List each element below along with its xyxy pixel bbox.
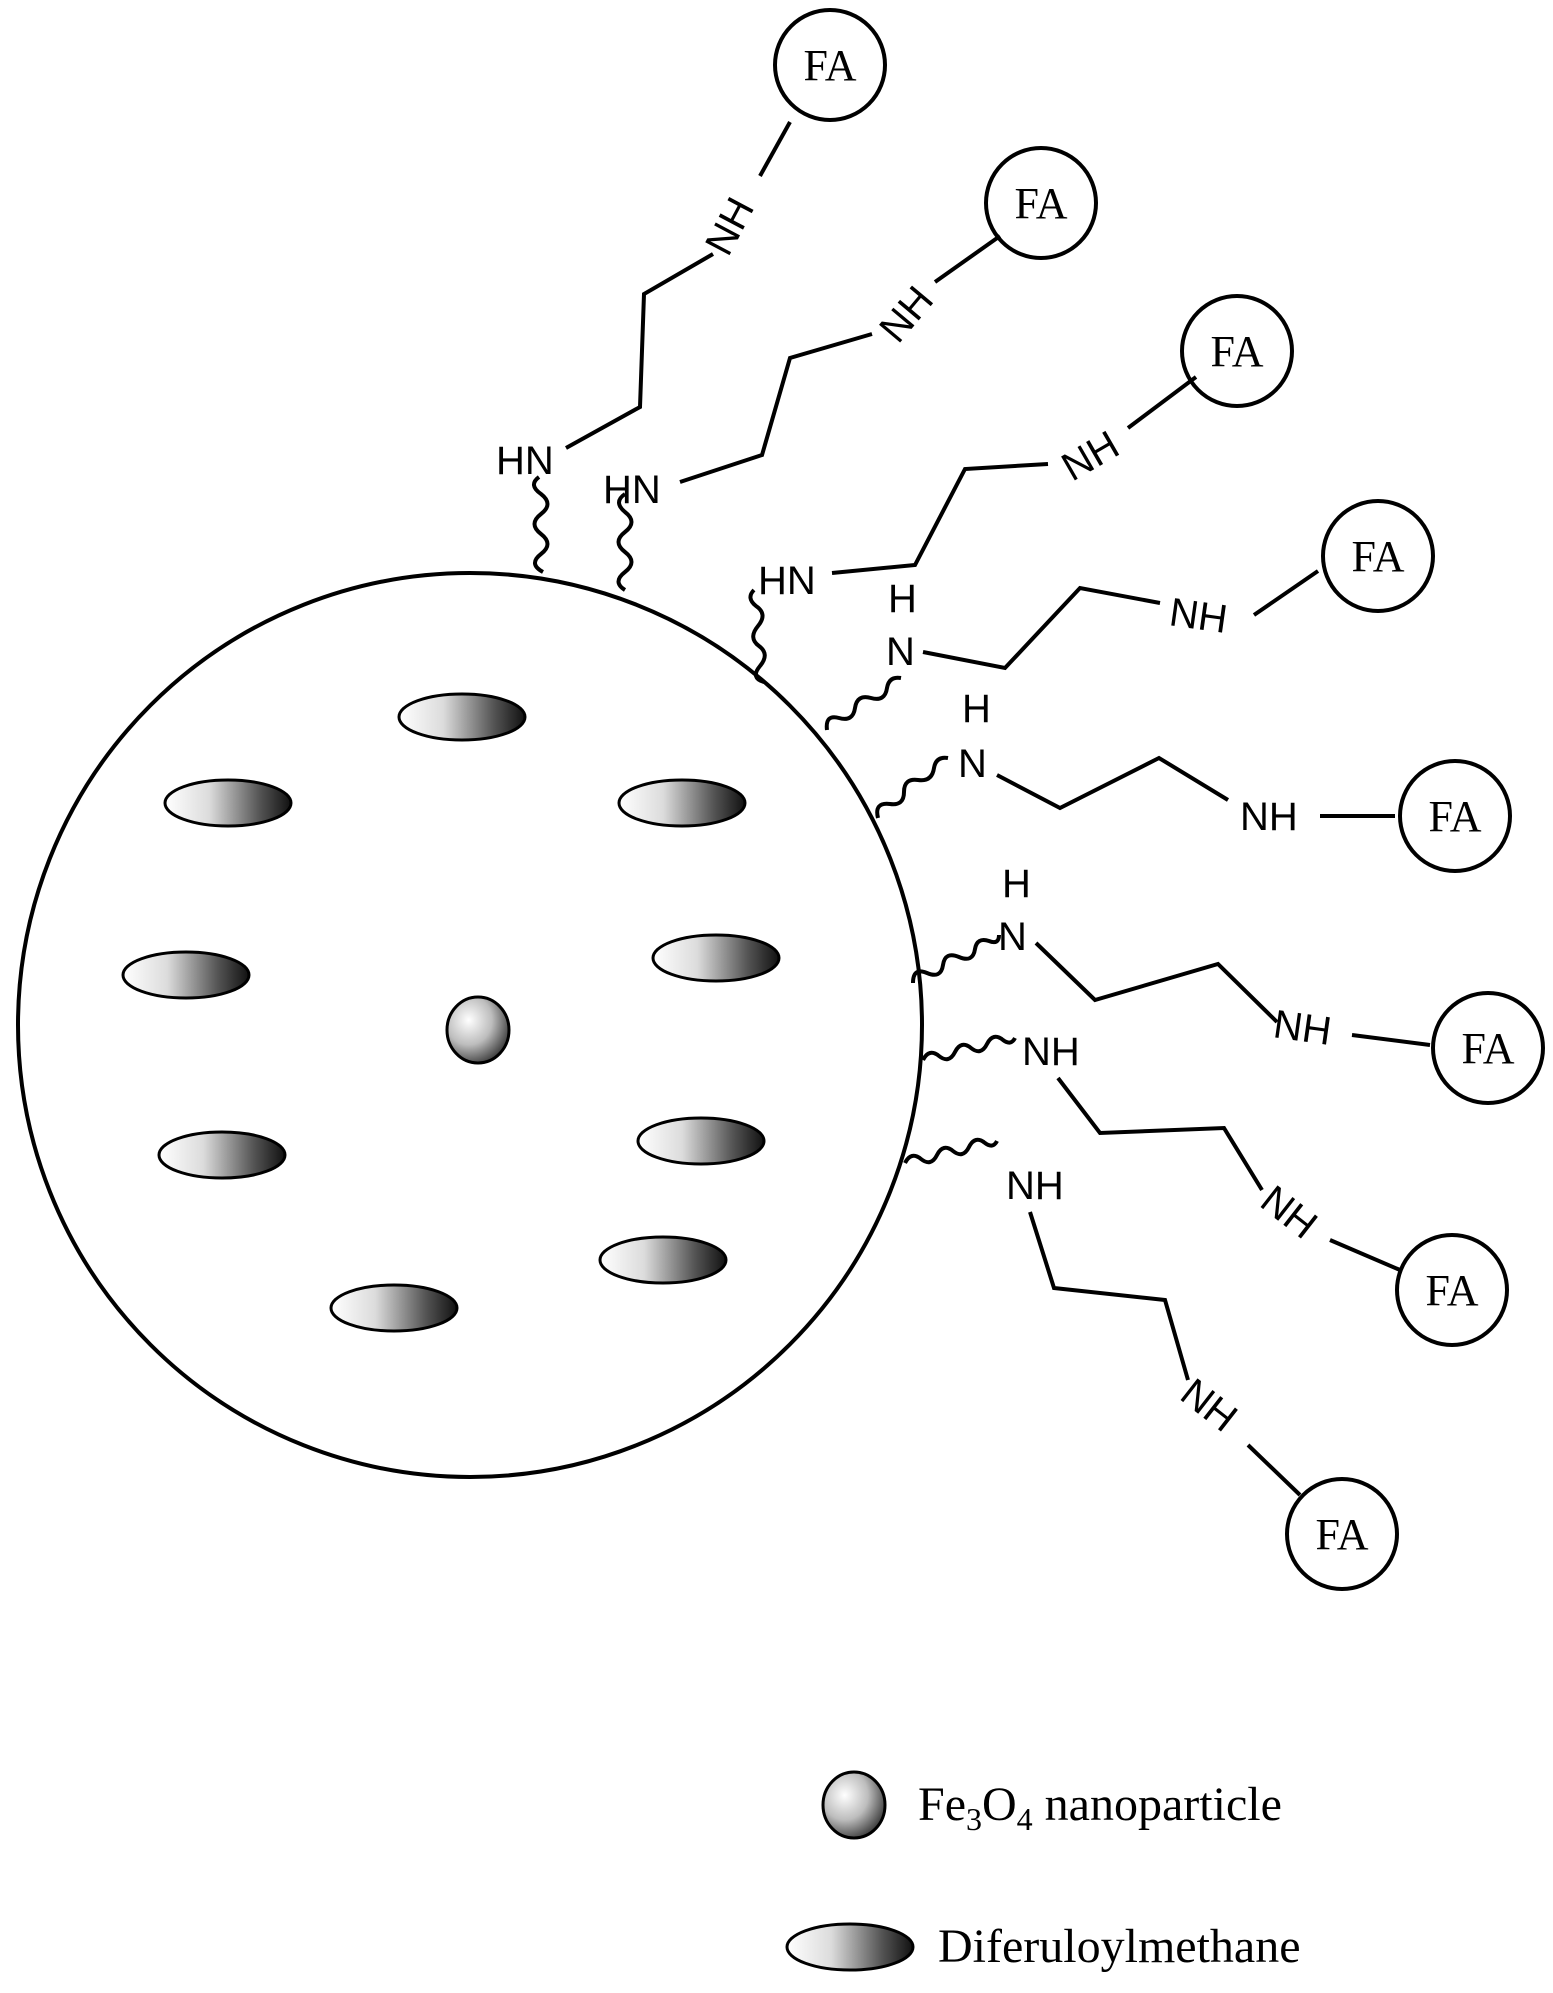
chain-1: HN NH FA: [496, 8, 887, 574]
h-label: H: [888, 577, 917, 621]
legend-fe3o4-symbol: [821, 1770, 887, 1840]
drug-oval: [397, 692, 527, 742]
drug-oval: [598, 1235, 728, 1285]
legend: Fe3O4 nanoparticle Diferuloylmethane: [785, 1770, 1301, 1973]
nh-label: NH: [1172, 1370, 1245, 1440]
fa-circle: [773, 8, 887, 122]
fa-bond: [758, 121, 792, 177]
chain-2: HN NH FA: [603, 146, 1098, 592]
ethylene-linker: [996, 755, 1230, 811]
nh-label: NH: [1055, 423, 1127, 490]
fa-circle: [1285, 1477, 1399, 1591]
drug-oval: [636, 1116, 766, 1166]
squiggle-linker: [824, 675, 902, 731]
fa-bond: [933, 234, 1002, 284]
legend-diferuloylmethane-label: Diferuloylmethane: [938, 1920, 1301, 1973]
ethylene-linker: [679, 332, 873, 484]
ethylene-linker: [922, 585, 1161, 671]
hn-label: HN: [496, 439, 554, 483]
fa-circle: [1395, 1233, 1509, 1347]
legend-diferuloylmethane-symbol: [785, 1922, 915, 1972]
drug-oval: [121, 950, 251, 1000]
ethylene-linker: [1034, 941, 1279, 1024]
fa-bond: [1351, 1033, 1431, 1047]
drug-oval: [651, 933, 781, 983]
fa-bond: [1126, 375, 1198, 430]
fa-label: FA: [1211, 327, 1264, 376]
h-label: H: [962, 687, 991, 731]
drug-oval: [329, 1283, 459, 1333]
squiggle-linker: [903, 1137, 999, 1165]
fa-label: FA: [1015, 179, 1068, 228]
fa-bond: [1329, 1238, 1401, 1272]
chain-5: H N NH FA: [875, 687, 1512, 873]
chain-4: H N NH FA: [824, 499, 1435, 731]
fa-circle: [1180, 294, 1294, 408]
nh-label: NH: [1271, 1002, 1334, 1054]
nh-label: NH: [1022, 1030, 1080, 1074]
fa-label: FA: [804, 41, 857, 90]
fe3o4-nanoparticle: [445, 995, 511, 1065]
fa-circle: [1431, 991, 1545, 1105]
fa-circle: [984, 146, 1098, 260]
fa-bond: [1252, 569, 1320, 617]
squiggle-linker: [532, 475, 550, 574]
ethylene-linker: [1056, 1076, 1264, 1192]
fa-bond: [1246, 1443, 1302, 1497]
hn-label: HN: [603, 468, 661, 512]
h-label: H: [1002, 862, 1031, 906]
hn-label: HN: [758, 559, 816, 603]
n-label: N: [958, 742, 987, 786]
drug-oval: [163, 778, 293, 828]
n-label: N: [886, 630, 915, 674]
legend-fe3o4-label: Fe3O4 nanoparticle: [918, 1778, 1282, 1837]
nh-label: NH: [1240, 795, 1298, 839]
drug-oval: [617, 778, 747, 828]
ethylene-linker: [831, 462, 1049, 575]
nh-label: NH: [697, 191, 763, 263]
fa-circle: [1398, 759, 1512, 873]
nh-label: NH: [1006, 1164, 1064, 1208]
ethylene-linker: [1028, 1211, 1190, 1381]
fa-label: FA: [1352, 532, 1405, 581]
chain-8: NH NH FA: [903, 1137, 1399, 1591]
n-label: N: [998, 915, 1027, 959]
nh-label: NH: [1167, 590, 1230, 642]
polymer-core-circle: [16, 571, 924, 1479]
squiggle-linker: [875, 755, 949, 819]
fa-label: FA: [1316, 1510, 1369, 1559]
squiggle-linker: [921, 1034, 1017, 1062]
chain-6: H N NH FA: [911, 862, 1545, 1105]
nh-label: NH: [871, 278, 942, 351]
squiggle-linker: [616, 492, 634, 592]
drug-oval: [157, 1130, 287, 1180]
drug-ovals: [121, 692, 781, 1333]
ethylene-linker: [565, 252, 715, 450]
squiggle-linker: [911, 934, 1001, 984]
fa-label: FA: [1429, 792, 1482, 841]
squiggle-linker: [748, 588, 767, 684]
nh-label: NH: [1252, 1177, 1325, 1247]
fa-label: FA: [1462, 1024, 1515, 1073]
fa-label: FA: [1426, 1266, 1479, 1315]
fa-circle: [1321, 499, 1435, 613]
